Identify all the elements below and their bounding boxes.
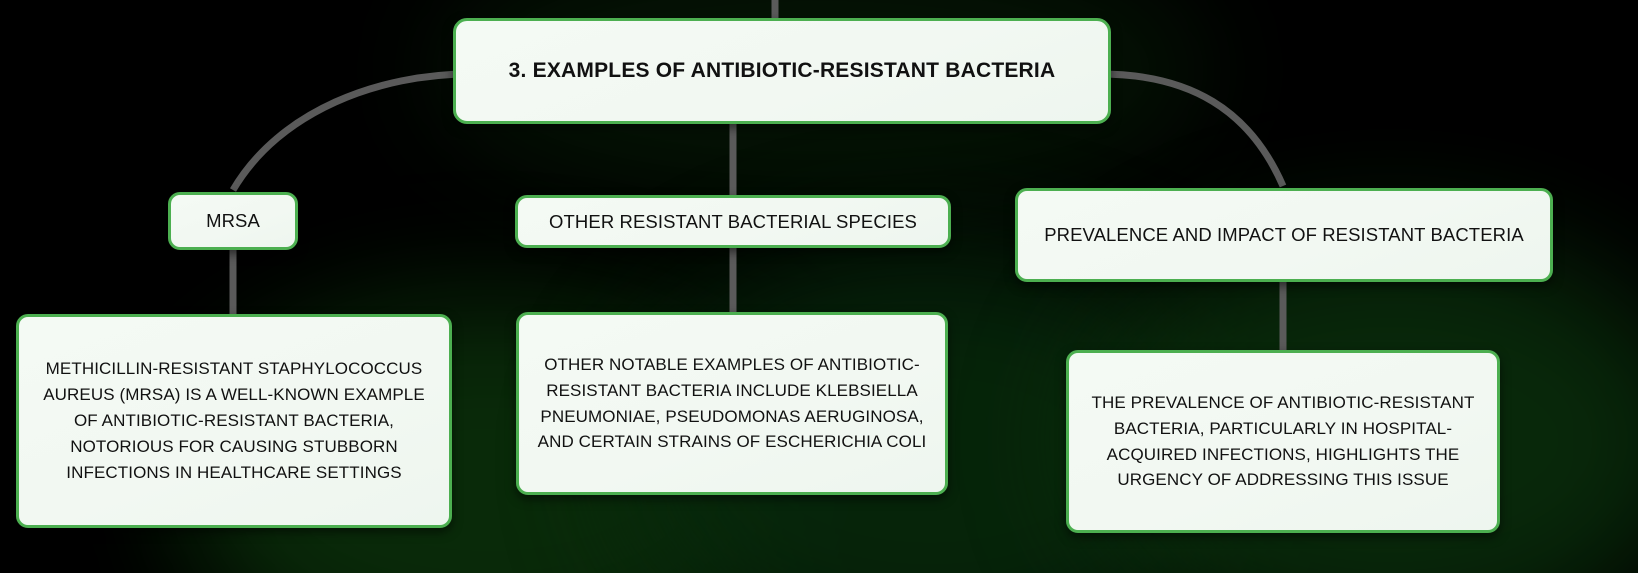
node-detail-mrsa-text: METHICILLIN-RESISTANT STAPHYLOCOCCUS AUR… [43,359,425,482]
edge-root-to-mrsa [229,70,471,192]
node-detail-other-species[interactable]: OTHER NOTABLE EXAMPLES OF ANTIBIOTIC-RES… [516,312,948,495]
node-branch-other-species[interactable]: OTHER RESISTANT BACTERIAL SPECIES [515,195,951,248]
node-branch-mrsa[interactable]: MRSA [168,192,298,250]
node-root-title[interactable]: 3. EXAMPLES OF ANTIBIOTIC-RESISTANT BACT… [453,18,1111,124]
node-detail-prevalence-text: THE PREVALENCE OF ANTIBIOTIC-RESISTANT B… [1091,392,1475,490]
node-detail-prevalence[interactable]: THE PREVALENCE OF ANTIBIOTIC-RESISTANT B… [1066,350,1500,533]
node-detail-other-species-text: OTHER NOTABLE EXAMPLES OF ANTIBIOTIC-RES… [537,354,927,452]
node-branch-prevalence[interactable]: PREVALENCE AND IMPACT OF RESISTANT BACTE… [1015,188,1553,282]
node-branch-mrsa-label: MRSA [206,210,260,232]
node-branch-prevalence-label: PREVALENCE AND IMPACT OF RESISTANT BACTE… [1044,224,1524,246]
node-root-label: 3. EXAMPLES OF ANTIBIOTIC-RESISTANT BACT… [508,58,1056,82]
node-branch-other-species-label: OTHER RESISTANT BACTERIAL SPECIES [549,210,917,232]
edge-root-to-prevalence [1099,70,1287,188]
node-detail-mrsa[interactable]: METHICILLIN-RESISTANT STAPHYLOCOCCUS AUR… [16,314,452,528]
